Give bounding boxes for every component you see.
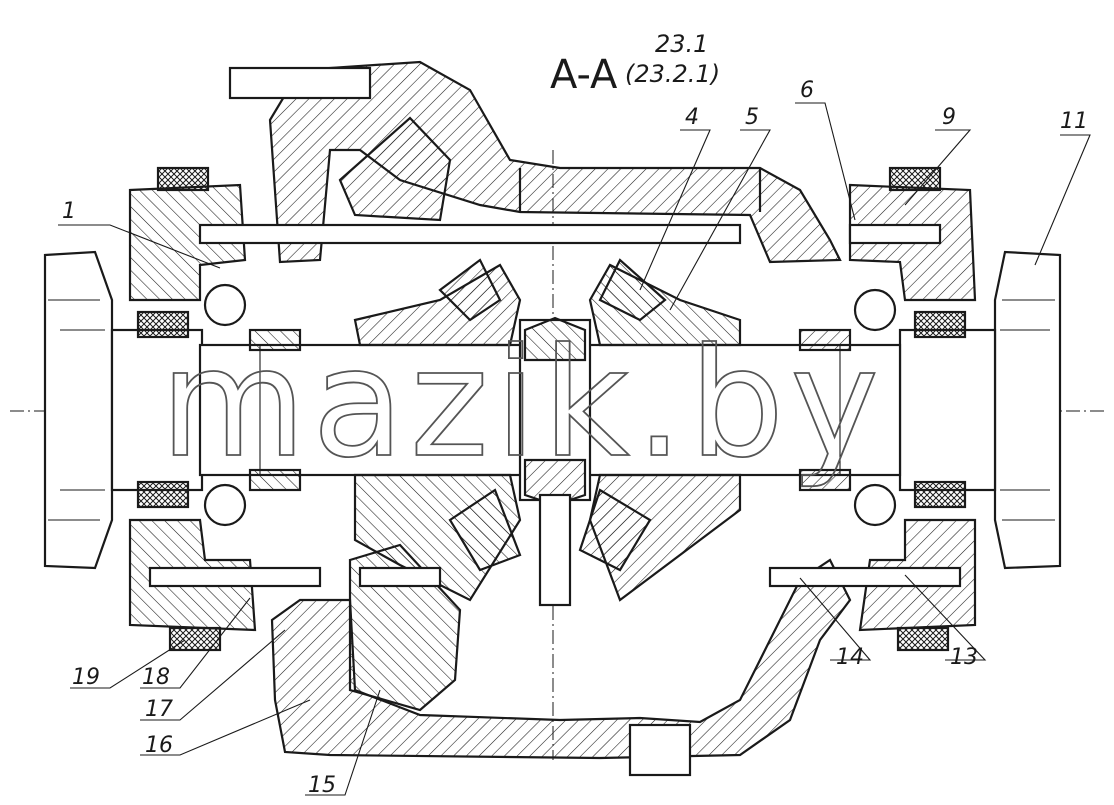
callout-6: 6 <box>800 78 814 103</box>
callout-9: 9 <box>942 105 956 130</box>
callout-14: 14 <box>836 645 864 670</box>
callout-5: 5 <box>745 105 759 130</box>
watermark: mazik.by <box>160 317 885 491</box>
right-flange <box>898 250 1062 570</box>
callout-16: 16 <box>145 733 173 758</box>
leader-lines <box>58 102 1091 796</box>
reference-subnumber: (23.2.1) <box>625 60 720 88</box>
callout-13: 13 <box>950 645 978 670</box>
callout-17: 17 <box>145 697 173 722</box>
section-title: A-A <box>550 52 618 98</box>
callout-4: 4 <box>685 105 699 130</box>
bolts <box>148 66 962 777</box>
callout-18: 18 <box>142 665 170 690</box>
reference-number: 23.1 <box>655 30 708 58</box>
callout-11: 11 <box>1060 109 1088 134</box>
callout-19: 19 <box>72 665 100 690</box>
differential-assembly <box>353 258 742 607</box>
callout-15: 15 <box>308 773 336 798</box>
callout-1: 1 <box>62 199 76 224</box>
